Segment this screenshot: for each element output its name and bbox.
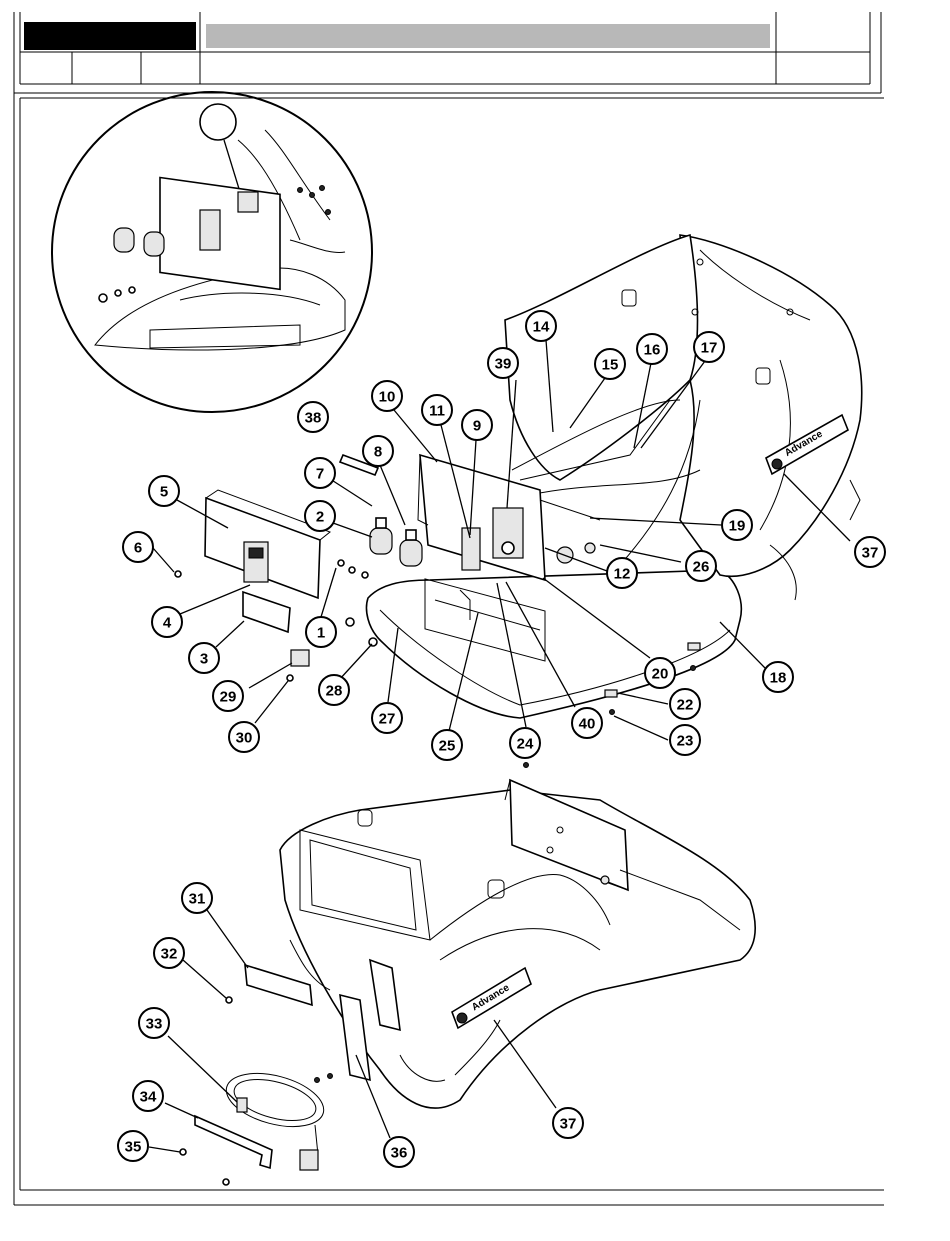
callout-14: 14: [526, 311, 556, 341]
callout-label: 30: [236, 730, 253, 747]
callout-label: 39: [495, 356, 512, 373]
callout-12: 12: [607, 558, 637, 588]
callout-label: 23: [677, 733, 694, 750]
callout-3: 3: [189, 643, 219, 673]
callout-label: 27: [379, 711, 396, 728]
callout-label: 36: [391, 1145, 408, 1162]
callout-label: 38: [305, 410, 322, 427]
callout-label: 32: [161, 946, 178, 963]
callout-32: 32: [154, 938, 184, 968]
callout-5: 5: [149, 476, 179, 506]
callout-label: 37: [560, 1116, 577, 1133]
callout-4: 4: [152, 607, 182, 637]
callout-20: 20: [645, 658, 675, 688]
callout-label: 31: [189, 891, 206, 908]
callout-16: 16: [637, 334, 667, 364]
callout-label: 3: [200, 651, 208, 668]
callout-label: 20: [652, 666, 669, 683]
callout-1: 1: [306, 617, 336, 647]
detail-view: [52, 92, 372, 412]
callout-label: 29: [220, 689, 237, 706]
callout-label: 17: [701, 340, 718, 357]
callout-label: 16: [644, 342, 661, 359]
callout-label: 10: [379, 389, 396, 406]
callout-40: 40: [572, 708, 602, 738]
callout-label: 40: [579, 716, 596, 733]
callout-label: 5: [160, 484, 168, 501]
callout-label: 33: [146, 1016, 163, 1033]
callout-label: 35: [125, 1139, 142, 1156]
callout-27: 27: [372, 703, 402, 733]
callout-label: 26: [693, 559, 710, 576]
callout-37b: 37: [553, 1108, 583, 1138]
callout-19: 19: [722, 510, 752, 540]
callout-label: 22: [677, 697, 694, 714]
callout-29: 29: [213, 681, 243, 711]
callout-label: 6: [134, 540, 142, 557]
callout-label: 25: [439, 738, 456, 755]
callout-26: 26: [686, 551, 716, 581]
callout-label: 4: [163, 615, 172, 632]
callout-label: 14: [533, 319, 550, 336]
relay: [291, 650, 309, 666]
callout-10: 10: [372, 381, 402, 411]
detail-solenoid-left: [114, 228, 164, 256]
callout-2: 2: [305, 501, 335, 531]
callout-label: 7: [316, 466, 324, 483]
power-cord: [220, 1064, 329, 1170]
callout-35: 35: [118, 1131, 148, 1161]
lower-assembly: Advance: [180, 780, 755, 1185]
callout-36: 36: [384, 1137, 414, 1167]
callout-17: 17: [694, 332, 724, 362]
callout-label: 12: [614, 566, 631, 583]
solenoid-left: [370, 518, 422, 566]
callout-label: 15: [602, 357, 619, 374]
upper-assembly: Advance: [367, 235, 862, 718]
callout-label: 19: [729, 518, 746, 535]
callout-38: 38: [298, 402, 328, 432]
callout-6: 6: [123, 532, 153, 562]
callout-label: 2: [316, 509, 324, 526]
callout-7: 7: [305, 458, 335, 488]
callout-22: 22: [670, 689, 700, 719]
callout-8: 8: [363, 436, 393, 466]
callout-34: 34: [133, 1081, 163, 1111]
callout-label: 28: [326, 683, 343, 700]
cord-strap: [195, 1116, 272, 1168]
callout-11: 11: [422, 395, 452, 425]
rear-panel: [245, 965, 312, 1005]
callout-31: 31: [182, 883, 212, 913]
callout-24: 24: [510, 728, 540, 758]
callout-15: 15: [595, 349, 625, 379]
callout-label: 37: [862, 545, 879, 562]
callout-9: 9: [462, 410, 492, 440]
callout-label: 1: [317, 625, 325, 642]
callout-label: 8: [374, 444, 382, 461]
callout-37a: 37: [855, 537, 885, 567]
callout-label: 34: [140, 1089, 157, 1106]
callout-label: 18: [770, 670, 787, 687]
detail-callout-bubble: [200, 104, 236, 140]
callout-18: 18: [763, 662, 793, 692]
callout-label: 11: [429, 403, 445, 420]
callout-30: 30: [229, 722, 259, 752]
callout-39: 39: [488, 348, 518, 378]
callout-28: 28: [319, 675, 349, 705]
callout-label: 9: [473, 418, 481, 435]
callout-label: 24: [517, 736, 534, 753]
callout-33: 33: [139, 1008, 169, 1038]
callout-23: 23: [670, 725, 700, 755]
callout-25: 25: [432, 730, 462, 760]
